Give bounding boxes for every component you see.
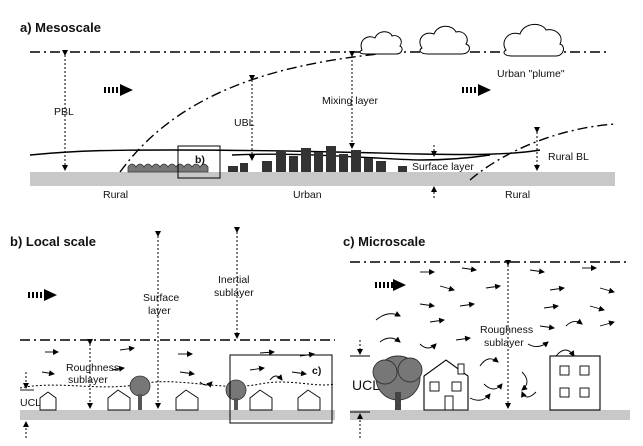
ground-label-rural-left: Rural <box>103 189 128 201</box>
house-icon <box>297 389 321 411</box>
rural-bl-downwind-line <box>469 123 616 181</box>
inset-c-box <box>229 354 333 424</box>
surface-layer-label: Surface layer <box>412 161 474 173</box>
panel-b-local-scale: b) Local scale Surface layer Inertial su… <box>10 227 336 438</box>
panel-c-microscale: c) Microscale Roughness sublayer UCL <box>343 234 630 438</box>
panel-a-title: a) Mesoscale <box>20 20 101 35</box>
panel-a-mesoscale: a) Mesoscale P <box>20 20 616 201</box>
mixing-layer-label: Mixing layer <box>322 95 379 107</box>
house-icon <box>107 389 131 411</box>
roughness-sublayer-line <box>19 381 336 389</box>
rural-vegetation <box>127 163 209 173</box>
panel-b-title: b) Local scale <box>10 234 96 249</box>
ground-a <box>30 172 615 186</box>
wind-direction-arrow-icon <box>104 84 133 96</box>
ground-b <box>20 410 335 420</box>
roughness-label-1: Roughness <box>66 362 119 374</box>
building-icon <box>549 355 601 411</box>
ground-label-rural-right: Rural <box>505 189 530 201</box>
ubl-label: UBL <box>234 117 255 129</box>
wind-direction-arrow-icon <box>462 84 491 96</box>
cloud-icon <box>359 31 403 55</box>
house-icon <box>249 389 273 411</box>
urban-buildings <box>228 146 407 172</box>
inset-c-label: c) <box>312 365 321 377</box>
ground-c <box>350 410 630 420</box>
roughness-label-c-2: sublayer <box>484 337 524 349</box>
rural-bl-line <box>29 149 541 156</box>
inertial-label-1: Inertial <box>218 274 250 286</box>
cloud-icon <box>419 25 470 55</box>
wind-direction-arrow-icon <box>375 279 406 291</box>
urban-plume-label: Urban "plume" <box>497 68 565 80</box>
house-icon <box>423 359 469 411</box>
inset-b-box <box>177 145 221 179</box>
ground-label-urban: Urban <box>293 189 322 201</box>
inset-b-label: b) <box>195 154 205 166</box>
roughness-label-c-1: Roughness <box>480 324 533 336</box>
rural-bl-label: Rural BL <box>548 151 589 163</box>
surface-layer-label-1: Surface <box>143 292 179 304</box>
panel-c-title: c) Microscale <box>343 234 425 249</box>
ucl-label-b: UCL <box>20 397 41 409</box>
surface-layer-label-2: layer <box>148 305 171 317</box>
tree-icon <box>372 355 423 410</box>
cloud-icon <box>503 24 564 57</box>
inertial-label-2: sublayer <box>214 287 254 299</box>
ucl-label-c: UCL <box>352 377 380 393</box>
wind-direction-arrow-icon <box>28 289 57 301</box>
house-icon <box>39 391 57 411</box>
roughness-label-2: sublayer <box>68 374 108 386</box>
flow-arrows-c <box>375 265 615 401</box>
pbl-label: PBL <box>54 106 74 118</box>
tree-icon <box>129 375 151 410</box>
house-icon <box>175 389 199 411</box>
tree-icon <box>225 379 247 410</box>
